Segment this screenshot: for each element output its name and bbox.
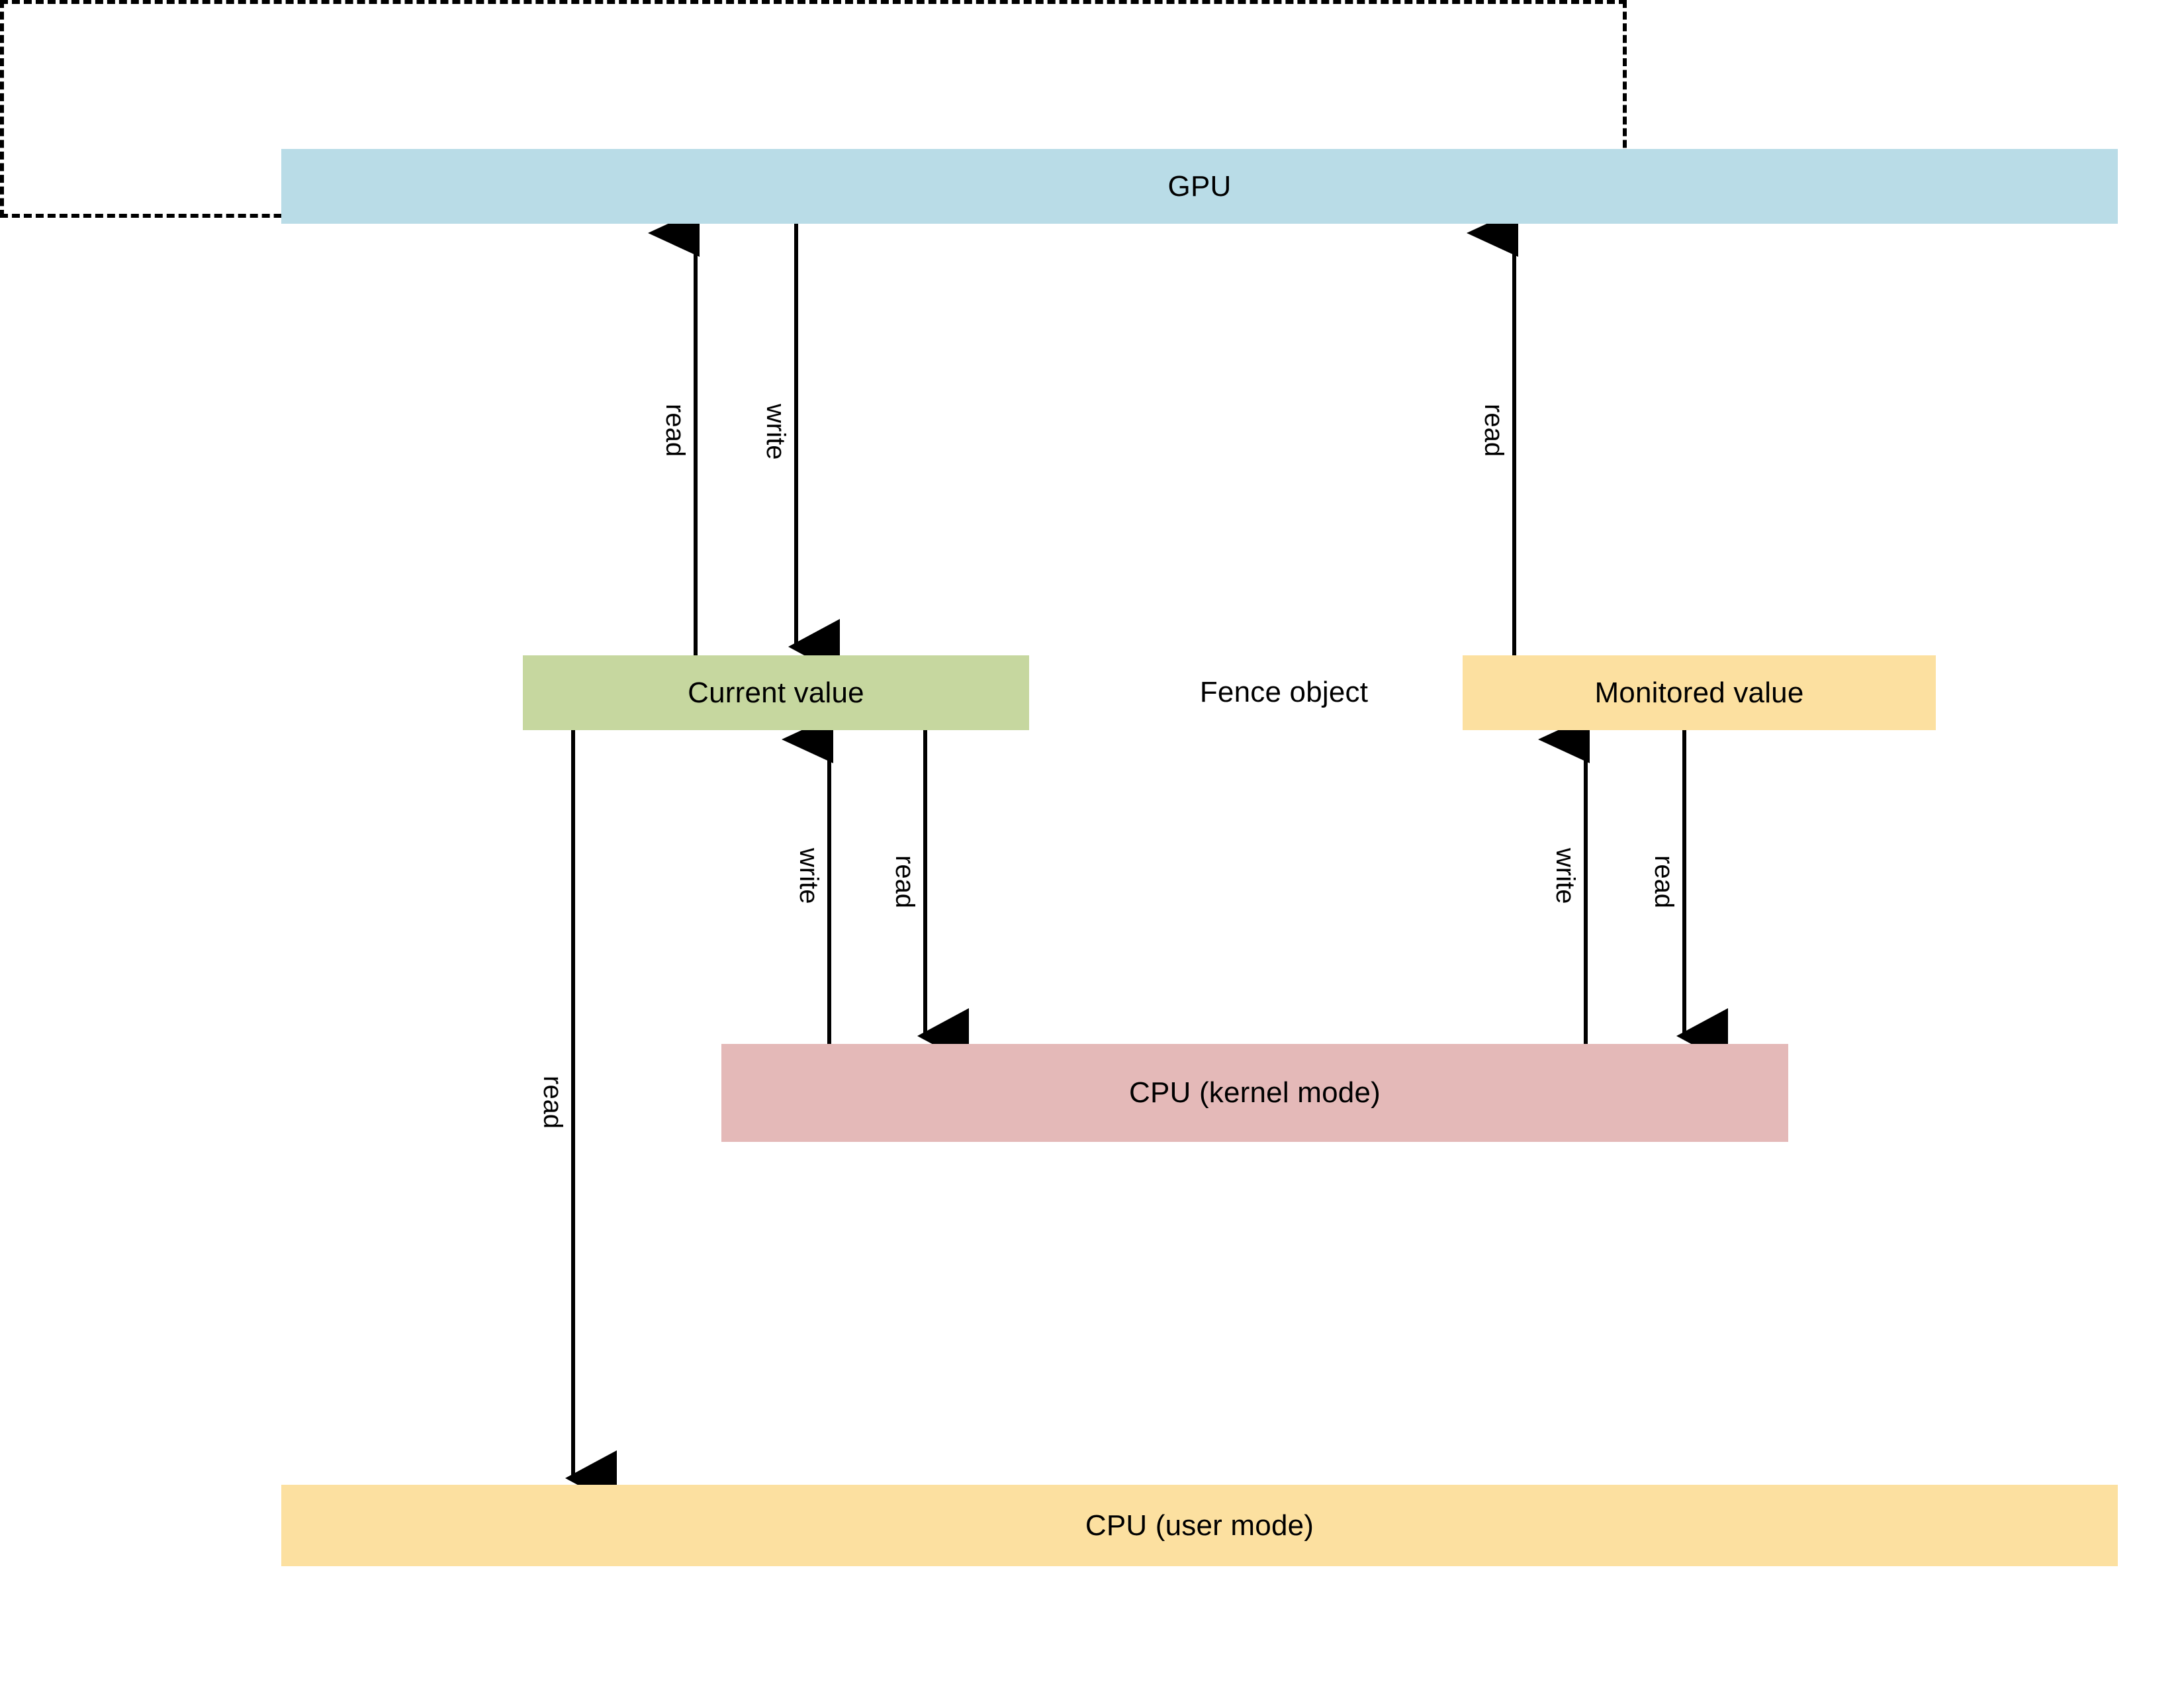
node-monitored-value: Monitored value — [1463, 655, 1936, 730]
edge-label-gpu-write-current: write — [761, 404, 790, 460]
edge-label-gpu-read-current: read — [660, 404, 690, 457]
edge-label-user-read-current: read — [538, 1076, 567, 1129]
node-cpu-kernel-mode: CPU (kernel mode) — [721, 1044, 1788, 1142]
node-current-value: Current value — [523, 655, 1029, 730]
edge-label-kernel-write-current: write — [794, 848, 823, 904]
edge-label-kernel-write-monitored: write — [1551, 848, 1580, 904]
node-gpu: GPU — [281, 149, 2118, 224]
edge-label-kernel-read-monitored: read — [1649, 855, 1678, 909]
node-cpu-user-mode: CPU (user mode) — [281, 1485, 2118, 1566]
node-fence-object-label: Fence object — [1199, 676, 1369, 708]
edge-label-gpu-read-monitored: read — [1479, 404, 1508, 457]
edge-label-kernel-read-current: read — [890, 855, 919, 909]
